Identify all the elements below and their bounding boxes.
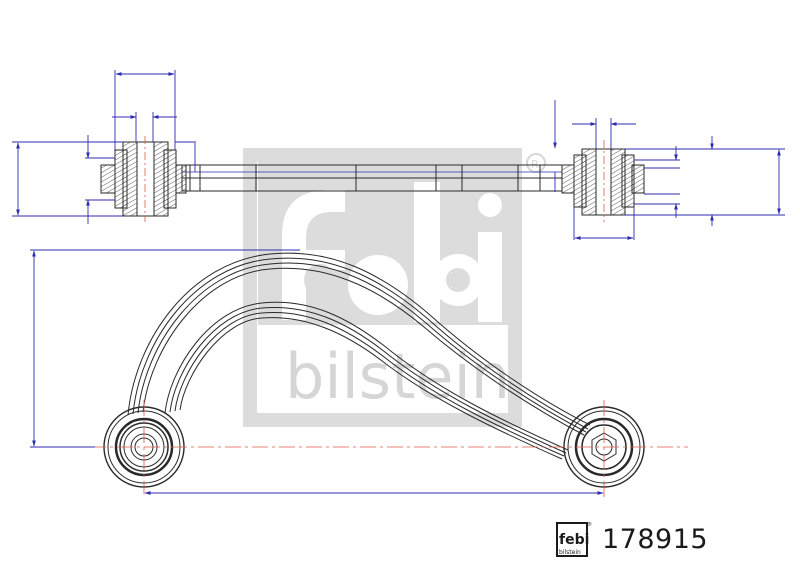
logo-febi-text: febi [559, 532, 589, 548]
front-view-centerlines [90, 400, 688, 500]
logo-bilstein-text: bilstein [559, 549, 581, 556]
front-view-dimensions [30, 249, 604, 495]
febi-bilstein-logo: febi bilstein ® [556, 521, 592, 557]
left-bushing [114, 136, 177, 222]
right-bushing [573, 140, 635, 222]
footer: febi bilstein ® 178915 [556, 518, 708, 560]
part-number: 178915 [602, 523, 709, 555]
watermark-bilstein-text: bilstein [285, 340, 510, 413]
top-view [100, 136, 645, 222]
top-view-dimensions [12, 70, 785, 240]
logo-registered-mark: ® [587, 521, 592, 528]
